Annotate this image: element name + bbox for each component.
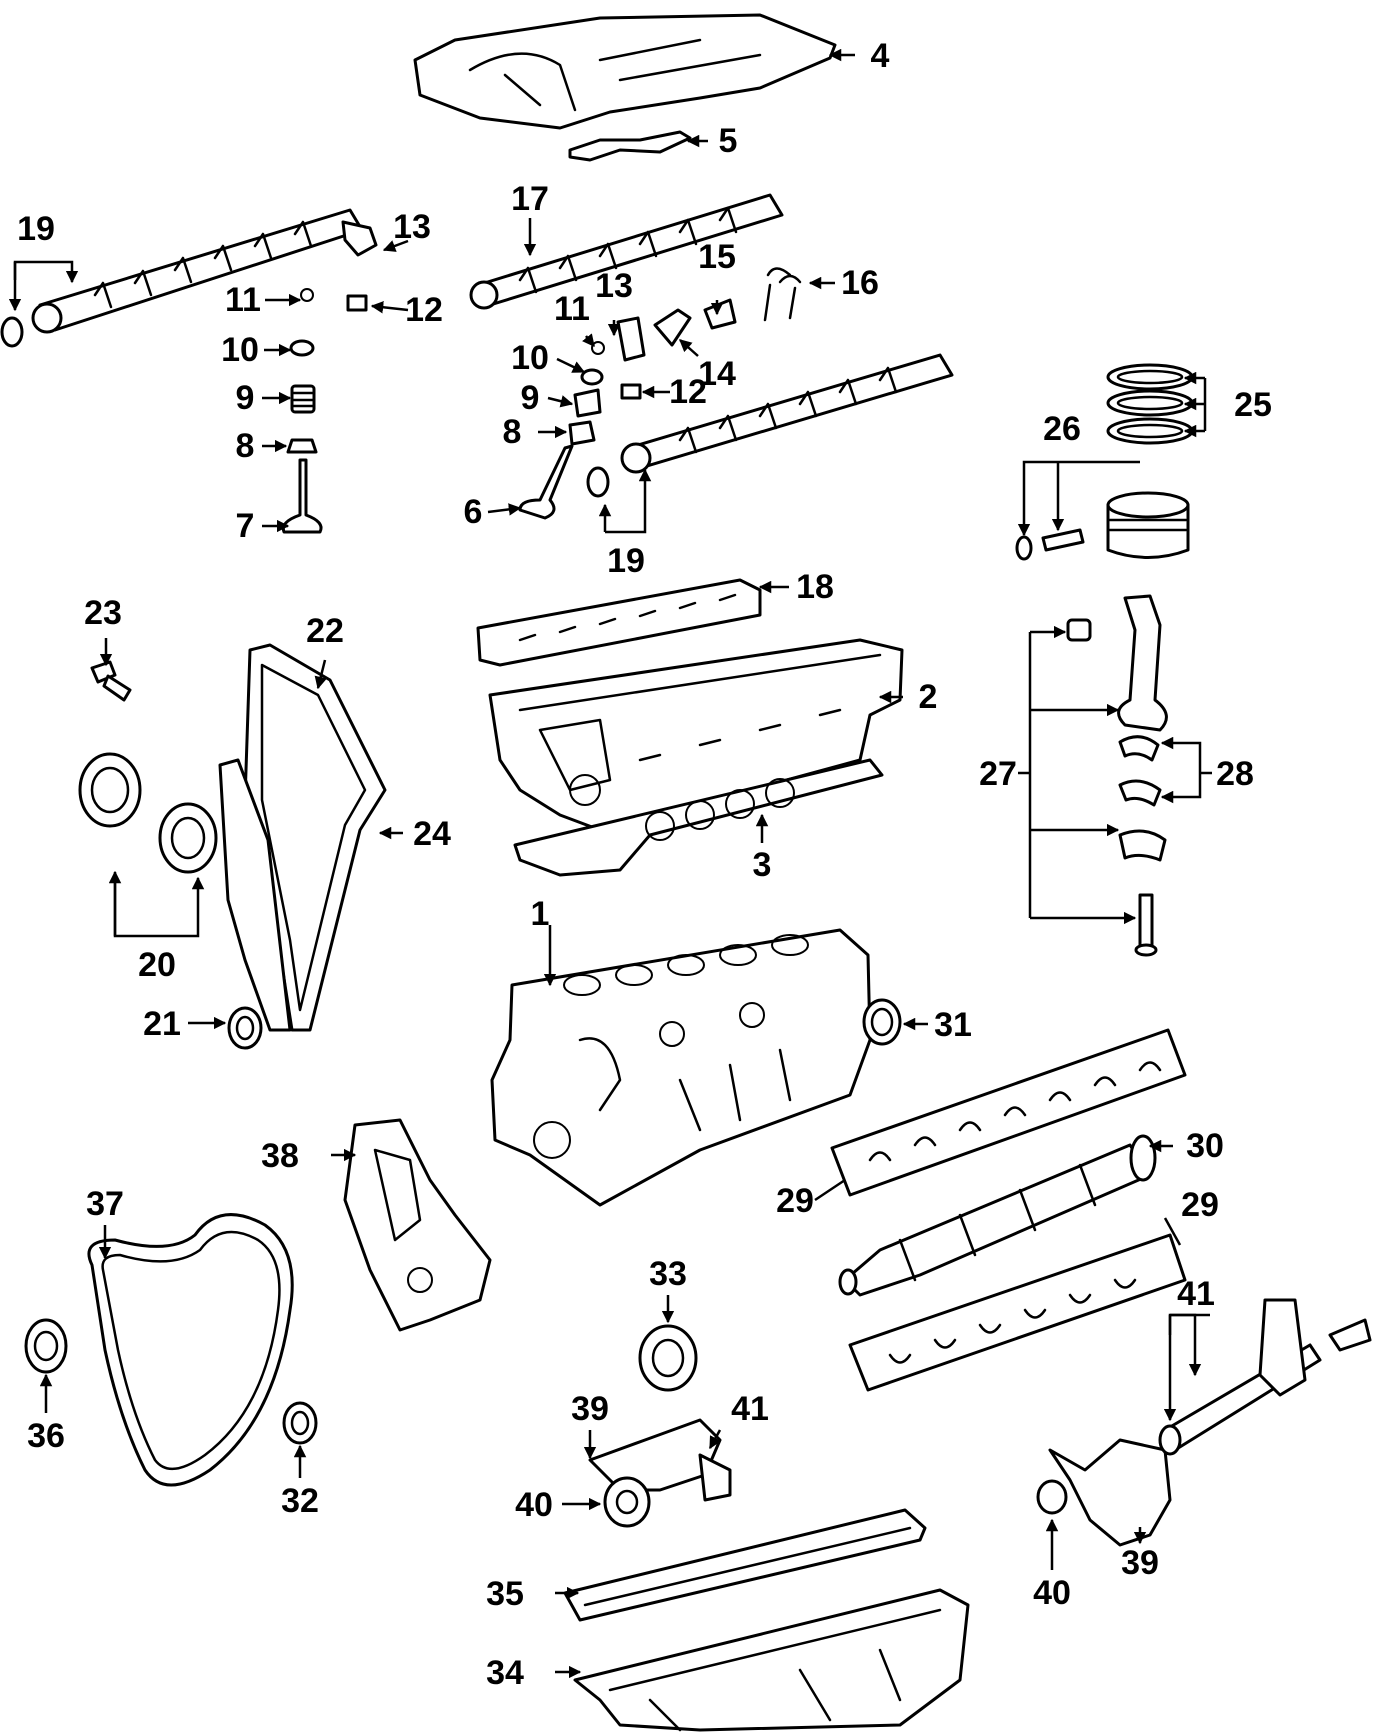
callout-26: 26 [1043,410,1081,448]
callout-15: 15 [698,238,736,276]
callout-9b: 9 [521,379,540,417]
part-piston [1015,491,1190,561]
callout-labels: 1 2 3 4 5 6 7 8 8 9 9 10 10 11 11 12 12 … [17,37,1272,1692]
part-valve-train-left [281,288,323,534]
callout-41a: 41 [731,1390,769,1428]
callout-14: 14 [698,355,736,393]
part-camshaft-upper [469,193,784,310]
callout-33: 33 [649,1255,687,1293]
callout-29b: 29 [1181,1186,1219,1224]
callout-8a: 8 [236,427,255,465]
callout-25: 25 [1234,386,1272,424]
callout-37: 37 [86,1185,124,1223]
callout-11a: 11 [225,281,261,319]
part-timing-chain [218,643,387,1032]
callout-13a: 13 [393,208,431,246]
callout-36: 36 [27,1417,65,1455]
callout-17: 17 [511,180,549,218]
callout-10a: 10 [221,331,259,369]
callout-38: 38 [261,1137,299,1175]
part-piston-rings [1106,363,1194,445]
part-front-seal [227,1006,263,1050]
part-rear-seal [862,998,902,1046]
callout-6: 6 [464,493,483,531]
part-valve-cover [413,13,837,130]
part-intake-gasket [476,578,762,667]
callout-32: 32 [281,1482,319,1520]
part-camshaft-left [0,208,364,348]
part-timing-cover-seal [282,1401,318,1445]
callout-27: 27 [979,755,1017,793]
part-crankshaft [838,1134,1157,1297]
part-oil-pan [573,1588,970,1732]
callout-40a: 40 [515,1486,553,1524]
callout-13b: 13 [595,267,633,305]
part-crank-bearings-lower [848,1233,1187,1392]
callout-24: 24 [413,815,451,853]
callout-39a: 39 [571,1390,609,1428]
callout-39b: 39 [1121,1544,1159,1582]
part-bolt [90,660,132,702]
callout-2: 2 [919,678,938,716]
callout-18: 18 [796,568,834,606]
callout-23: 23 [84,594,122,632]
callout-4: 4 [871,37,890,75]
callout-3: 3 [753,846,772,884]
part-oil-pan-gasket [563,1508,927,1622]
part-vibration-damper [638,1324,698,1392]
part-idler-pulley [24,1318,68,1374]
part-camshaft-lower [586,353,954,498]
callout-10b: 10 [511,339,549,377]
callout-20: 20 [138,946,176,984]
part-oil-pump-middle [588,1418,732,1528]
part-head-gasket [513,758,884,877]
callout-34: 34 [486,1654,524,1692]
callout-35: 35 [486,1575,524,1613]
part-engine-block [490,928,872,1207]
callout-7: 7 [236,507,255,545]
callout-12b: 12 [669,373,707,411]
callout-29a: 29 [776,1182,814,1220]
callout-28: 28 [1216,755,1254,793]
part-valve-train-middle [518,341,605,520]
callout-1: 1 [531,895,550,933]
part-rocker-left [341,220,378,312]
callout-41b: 41 [1177,1275,1215,1313]
leader-lines [8,48,1212,1679]
callout-40b: 40 [1033,1574,1071,1612]
callout-19b: 19 [607,542,645,580]
callout-30: 30 [1186,1127,1224,1165]
part-connecting-rod [1066,594,1168,957]
callout-19a: 19 [17,210,55,248]
callout-5: 5 [719,122,738,160]
callout-22: 22 [306,612,344,650]
callout-12a: 12 [405,291,443,329]
part-rocker-middle [616,267,802,400]
part-timing-cover [343,1118,492,1332]
part-oil-pump-right [1036,1298,1372,1547]
part-sprockets [78,752,218,874]
callout-16: 16 [841,264,879,302]
callout-8b: 8 [503,413,522,451]
part-valve-cover-gasket [568,130,692,162]
callout-21: 21 [143,1005,181,1043]
callout-9a: 9 [236,379,255,417]
callout-11b: 11 [554,290,590,328]
part-drive-belt [87,1213,294,1487]
callout-31: 31 [934,1006,972,1044]
